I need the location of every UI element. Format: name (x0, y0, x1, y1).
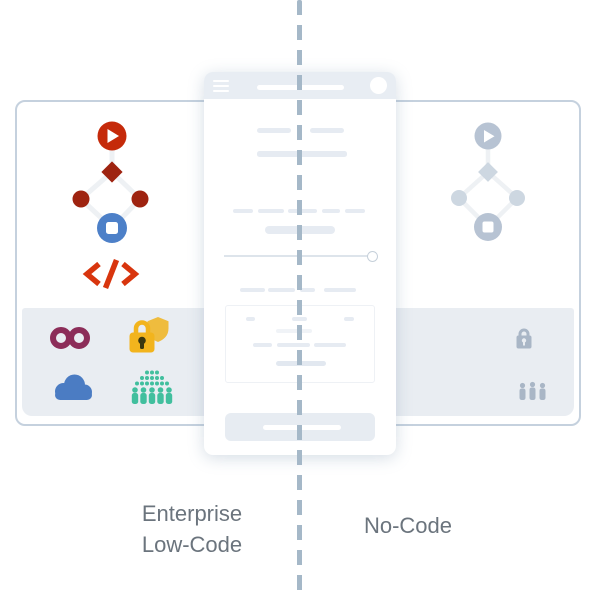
people-icon (519, 381, 546, 400)
text-placeholder (310, 128, 344, 133)
text-placeholder (233, 209, 253, 213)
menu-icon (213, 80, 229, 95)
text-placeholder (258, 209, 284, 213)
lock-icon (516, 328, 532, 349)
button-label-placeholder (263, 425, 341, 430)
text-placeholder (344, 317, 354, 321)
lock-shackle (133, 320, 151, 334)
text-placeholder (277, 343, 310, 347)
play-triangle-icon (107, 129, 119, 143)
lock-shield-icon (129, 317, 169, 353)
no-code-workflow-diagram (451, 122, 525, 241)
text-placeholder (345, 209, 365, 213)
avatar (370, 77, 387, 94)
text-placeholder (276, 329, 312, 333)
text-placeholder (288, 209, 317, 213)
low-code-workflow-diagram (72, 121, 149, 290)
label-enterprise-low-code: Enterprise Low-Code (92, 498, 292, 560)
infinity-icon (50, 327, 90, 349)
decision-node-icon (478, 162, 498, 182)
divider-dashed-line (297, 0, 302, 600)
text-placeholder (322, 209, 340, 213)
label-line-1: Enterprise (141, 501, 243, 526)
text-placeholder (257, 128, 291, 133)
decision-node-icon (101, 161, 123, 183)
task-node-right-icon (131, 190, 149, 208)
text-placeholder (324, 288, 356, 292)
text-placeholder (246, 317, 255, 321)
text-placeholder (240, 288, 265, 292)
stop-square-icon (106, 222, 118, 234)
label-no-code: No-Code (328, 510, 488, 541)
stop-square-icon (482, 221, 494, 233)
task-node-left-icon (451, 190, 467, 206)
play-triangle-icon (484, 130, 495, 143)
text-placeholder (300, 288, 315, 292)
keyhole (138, 336, 146, 345)
slider-handle (367, 251, 378, 262)
cloud-icon (55, 374, 92, 400)
task-node-left-icon (72, 190, 90, 208)
crowd-icon (131, 370, 173, 404)
text-placeholder (268, 288, 295, 292)
text-placeholder (257, 151, 347, 157)
label-line-1: No-Code (363, 513, 453, 538)
crowd-people-row (131, 387, 173, 404)
code-icon (82, 258, 140, 290)
text-placeholder (253, 343, 272, 347)
text-placeholder (314, 343, 346, 347)
label-line-2: Low-Code (141, 532, 243, 557)
task-node-right-icon (509, 190, 525, 206)
